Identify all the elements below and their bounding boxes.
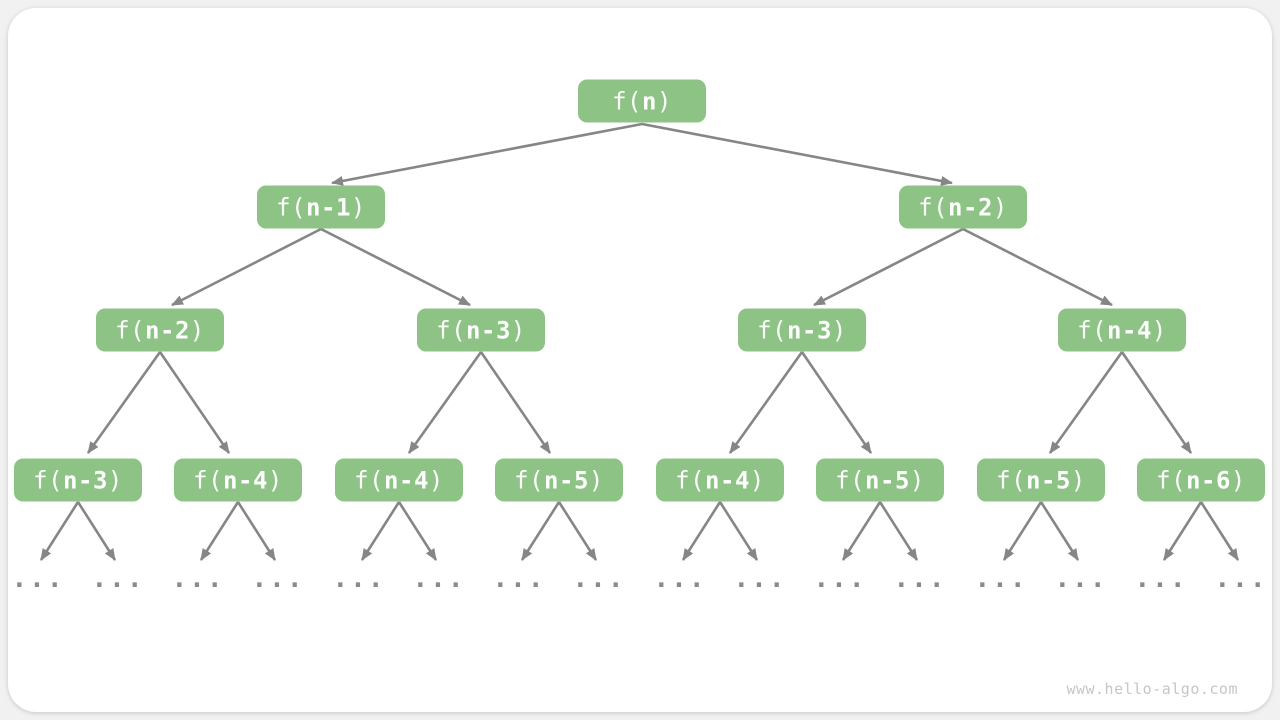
- label-pre: f(: [675, 466, 706, 494]
- label-arg: n-2: [145, 316, 190, 344]
- label-post: ): [428, 466, 444, 494]
- label-post: ): [350, 193, 366, 221]
- tree-node-l4-3: f(n-4): [335, 458, 463, 502]
- label-arg: n-6: [1186, 466, 1231, 494]
- label-arg: n-5: [865, 466, 910, 494]
- ellipsis-leaf: ...: [412, 564, 466, 594]
- label-post: ): [749, 466, 765, 494]
- label-pre: f(: [276, 193, 307, 221]
- ellipsis-leaf: ...: [572, 564, 626, 594]
- label-pre: f(: [115, 316, 146, 344]
- label-post: ): [1151, 316, 1167, 344]
- tree-node-l3-4: f(n-4): [1058, 308, 1186, 352]
- label-pre: f(: [436, 316, 467, 344]
- tree-node-root: f(n): [578, 79, 706, 123]
- ellipsis-leaf: ...: [91, 564, 145, 594]
- label-pre: f(: [757, 316, 788, 344]
- ellipsis-leaf: ...: [653, 564, 707, 594]
- ellipsis-leaf: ...: [1054, 564, 1108, 594]
- ellipsis-leaf: ...: [1134, 564, 1188, 594]
- label-arg: n-3: [63, 466, 108, 494]
- tree-node-l4-8: f(n-6): [1137, 458, 1265, 502]
- label-pre: f(: [354, 466, 385, 494]
- tree-node-l2-2: f(n-2): [899, 185, 1027, 229]
- label-post: ): [510, 316, 526, 344]
- label-post: ): [992, 193, 1008, 221]
- label-pre: f(: [1077, 316, 1108, 344]
- label-post: ): [107, 466, 123, 494]
- tree-node-l2-1: f(n-1): [257, 185, 385, 229]
- label-pre: f(: [996, 466, 1027, 494]
- label-post: ): [588, 466, 604, 494]
- ellipsis-leaf: ...: [893, 564, 947, 594]
- label-post: ): [909, 466, 925, 494]
- ellipsis-leaf: ...: [332, 564, 386, 594]
- label-post: ): [1230, 466, 1246, 494]
- label-arg: n-2: [948, 193, 993, 221]
- ellipsis-leaf: ...: [171, 564, 225, 594]
- label-arg: n-3: [466, 316, 511, 344]
- label-post: ): [656, 87, 672, 115]
- ellipsis-leaf: ...: [813, 564, 867, 594]
- label-arg: n-5: [1026, 466, 1071, 494]
- label-pre: f(: [1156, 466, 1187, 494]
- tree-node-l4-4: f(n-5): [495, 458, 623, 502]
- label-pre: f(: [612, 87, 642, 115]
- label-post: ): [831, 316, 847, 344]
- label-post: ): [189, 316, 205, 344]
- tree-node-l3-3: f(n-3): [738, 308, 866, 352]
- watermark-url: www.hello-algo.com: [1066, 680, 1238, 698]
- label-arg: n-3: [787, 316, 832, 344]
- label-post: ): [1070, 466, 1086, 494]
- ellipsis-leaf: ...: [492, 564, 546, 594]
- label-pre: f(: [33, 466, 64, 494]
- tree-node-l4-7: f(n-5): [977, 458, 1105, 502]
- ellipsis-leaf: ...: [11, 564, 65, 594]
- label-arg: n-4: [223, 466, 268, 494]
- tree-node-l3-1: f(n-2): [96, 308, 224, 352]
- label-post: ): [267, 466, 283, 494]
- label-arg: n: [642, 87, 657, 115]
- tree-node-l4-1: f(n-3): [14, 458, 142, 502]
- edge-lines: [39, 122, 1240, 561]
- label-arg: n-4: [1107, 316, 1152, 344]
- label-pre: f(: [835, 466, 866, 494]
- ellipsis-leaf: ...: [974, 564, 1028, 594]
- ellipsis-leaf: ...: [733, 564, 787, 594]
- label-arg: n-4: [705, 466, 750, 494]
- tree-node-l3-2: f(n-3): [417, 308, 545, 352]
- tree-node-l4-2: f(n-4): [174, 458, 302, 502]
- label-pre: f(: [514, 466, 545, 494]
- tree-node-l4-6: f(n-5): [816, 458, 944, 502]
- ellipsis-leaf: ...: [251, 564, 305, 594]
- label-pre: f(: [193, 466, 224, 494]
- label-arg: n-1: [306, 193, 351, 221]
- tree-node-l4-5: f(n-4): [656, 458, 784, 502]
- ellipsis-leaf: ...: [1214, 564, 1268, 594]
- label-arg: n-4: [384, 466, 429, 494]
- label-arg: n-5: [544, 466, 589, 494]
- label-pre: f(: [918, 193, 949, 221]
